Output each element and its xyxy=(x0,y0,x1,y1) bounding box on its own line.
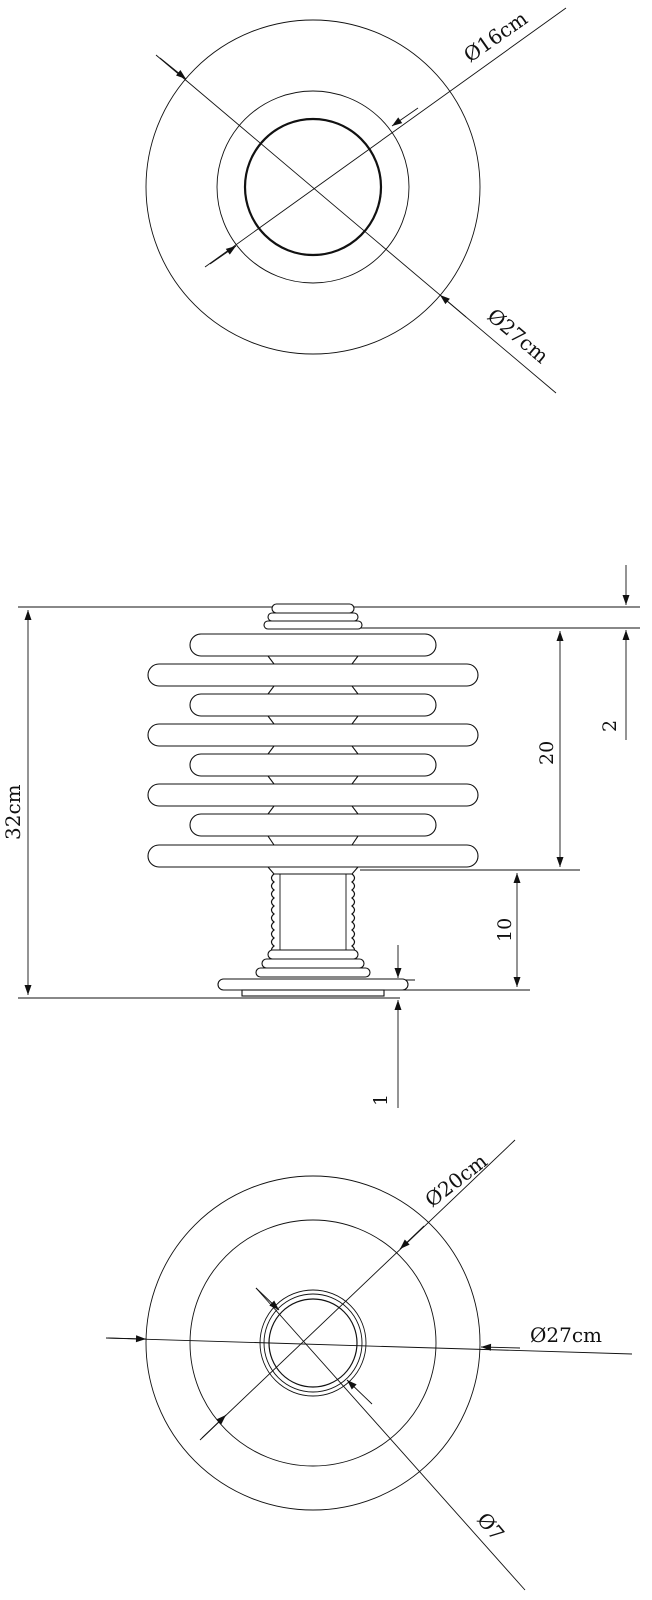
bottom-outer-arrow-left xyxy=(107,1335,147,1343)
top-cap-ring-3 xyxy=(263,620,363,630)
shade-fin xyxy=(147,723,479,747)
base-ring-3 xyxy=(255,967,371,978)
bottom-view: Ø27cm Ø20cm Ø7 xyxy=(105,1139,633,1591)
fin-connectors xyxy=(266,655,360,875)
shade-fin xyxy=(147,783,479,807)
bottom-hole-line xyxy=(255,1287,526,1591)
side-view: 32cm 20 10 2 1 xyxy=(1,565,640,1108)
bottom-outer-circle xyxy=(145,1175,481,1511)
top-diameter-line-inner xyxy=(204,7,567,268)
stem-height-label: 10 xyxy=(494,918,516,942)
base-foot xyxy=(241,989,385,997)
bottom-base-arrow-lower xyxy=(201,1414,227,1439)
top-inner-diameter-label: Ø16cm xyxy=(459,6,532,67)
bottom-outer-diameter-label: Ø27cm xyxy=(530,1323,602,1347)
base-ring-1 xyxy=(267,949,359,960)
top-view: Ø16cm Ø27cm xyxy=(145,6,567,394)
bottom-base-diameter-label: Ø20cm xyxy=(420,1149,492,1212)
top-inner-circle xyxy=(243,117,383,257)
top-mid-circle xyxy=(216,90,410,284)
shade-fin xyxy=(147,663,479,687)
base-ring-2 xyxy=(261,958,365,969)
top-diameter-line-outer xyxy=(155,54,557,394)
shade-fin xyxy=(147,844,479,868)
top-cap-ring-1 xyxy=(271,603,355,614)
bottom-outer-line xyxy=(105,1337,633,1355)
shade-fin xyxy=(189,693,437,717)
bottom-base-arrow-upper xyxy=(399,1225,425,1250)
shade-fin xyxy=(189,753,437,777)
total-height-label: 32cm xyxy=(1,784,25,840)
top-inner-arrow-lower xyxy=(209,245,237,265)
base-thickness-label: 1 xyxy=(370,1094,392,1106)
shade-fin xyxy=(189,633,437,657)
top-cap-ring-2 xyxy=(267,612,359,622)
top-inner-arrow-upper xyxy=(391,107,419,127)
shade-fin xyxy=(189,813,437,837)
bottom-base-line xyxy=(199,1139,516,1441)
bottom-hole-arrow-upper xyxy=(255,1287,280,1311)
base-plate xyxy=(217,978,409,991)
bottom-hole-arrow-lower xyxy=(346,1379,373,1405)
bottom-base-circle xyxy=(189,1219,437,1467)
bottom-hole-diameter-label: Ø7 xyxy=(472,1508,509,1546)
top-cap-label: 2 xyxy=(599,720,621,732)
top-outer-circle xyxy=(145,19,481,355)
top-outer-diameter-label: Ø27cm xyxy=(483,303,554,368)
top-outer-arrow-right xyxy=(439,294,467,318)
shade-height-label: 20 xyxy=(536,741,558,765)
top-outer-arrow-left xyxy=(159,57,187,80)
bottom-outer-arrow-right xyxy=(480,1343,521,1351)
